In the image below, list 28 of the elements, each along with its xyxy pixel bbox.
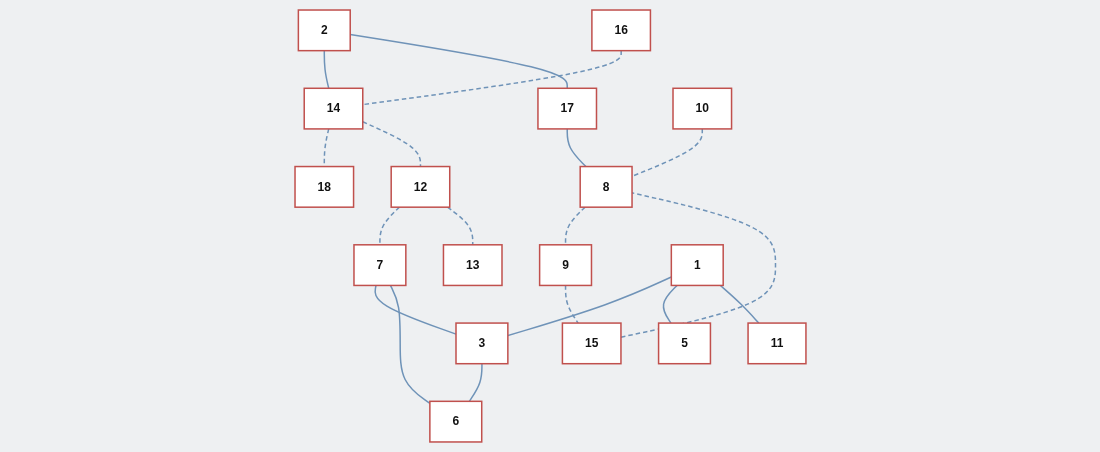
connector [719,284,759,324]
node-box: 1 [670,244,724,287]
node-box: 3 [454,322,509,365]
connector [378,206,400,246]
node-box: 2 [297,9,351,52]
connector [468,362,483,403]
connector [323,49,329,90]
node-box: 5 [657,322,711,365]
connector [564,206,586,246]
node-box: 14 [303,87,364,130]
connector [349,33,568,90]
connector [566,128,587,168]
connector [389,284,431,405]
node-box: 16 [590,9,651,52]
node-box: 13 [442,244,503,287]
node-box: 6 [428,400,482,443]
connector [662,284,678,324]
node-box: 9 [538,244,592,287]
node-box: 8 [578,165,633,208]
node-box: 15 [561,322,622,365]
node-box: 7 [352,244,407,287]
node-box: 12 [389,165,450,208]
node-box: 11 [746,322,807,365]
connector [446,206,473,246]
node-box: 17 [536,87,597,130]
node-box: 10 [671,87,732,130]
node-box: 18 [293,165,354,208]
connector [564,284,579,324]
